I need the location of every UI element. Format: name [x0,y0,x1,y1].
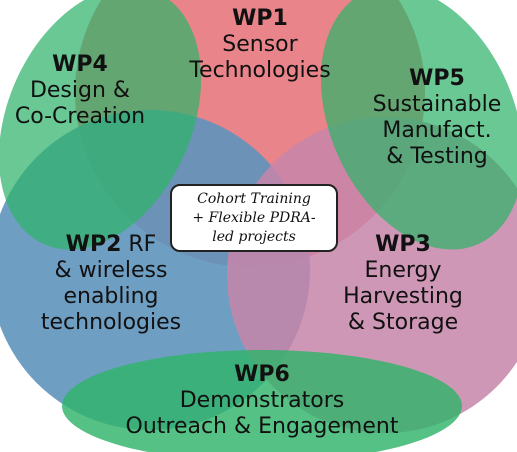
wp6-ellipse [62,350,462,452]
wp2-title-suffix: RF [128,232,157,257]
center-line2: + Flexible PDRA- [192,210,316,226]
wp4-label: WP4 Design & Co-Creation [0,52,160,130]
wp4-line2: Co-Creation [14,104,146,129]
wp1-label: WP1 Sensor Technologies [160,6,360,84]
wp1-line2: Technologies [189,58,331,83]
wp5-label: WP5 Sustainable Manufact. & Testing [357,66,517,170]
wp6-label: WP6 Demonstrators Outreach & Engagement [72,362,452,440]
wp6-line1: Demonstrators [179,388,345,413]
wp6-title: WP6 [234,362,290,387]
wp5-title: WP5 [409,66,465,91]
wp5-ellipse [320,0,517,250]
wp5-line1: Sustainable [372,92,502,117]
wp2-label: WP2 RF & wireless enabling technologies [16,232,206,336]
wp3-title: WP3 [375,232,431,257]
center-box: Cohort Training + Flexible PDRA- led pro… [170,184,338,252]
center-line3: led projects [212,229,296,245]
wp1-title: WP1 [232,6,288,31]
wp3-line2: Harvesting [343,284,463,309]
wp1-line1: Sensor [222,32,298,57]
wp2-line3: technologies [40,310,182,335]
wp6-line2: Outreach & Engagement [125,414,399,439]
wp4-title: WP4 [52,52,108,77]
wp4-line1: Design & [29,78,131,103]
center-line1: Cohort Training [197,191,311,207]
wp5-line2: Manufact. [382,118,492,143]
wp5-line3: & Testing [386,144,488,169]
wp3-label: WP3 Energy Harvesting & Storage [318,232,488,336]
wp3-line1: Energy [364,258,442,283]
wp3-line3: & Storage [347,310,459,335]
wp2-line1: & wireless [54,258,168,283]
wp4-ellipse [0,0,202,250]
wp2-line2: enabling [63,284,159,309]
wp2-title: WP2 [65,232,122,257]
